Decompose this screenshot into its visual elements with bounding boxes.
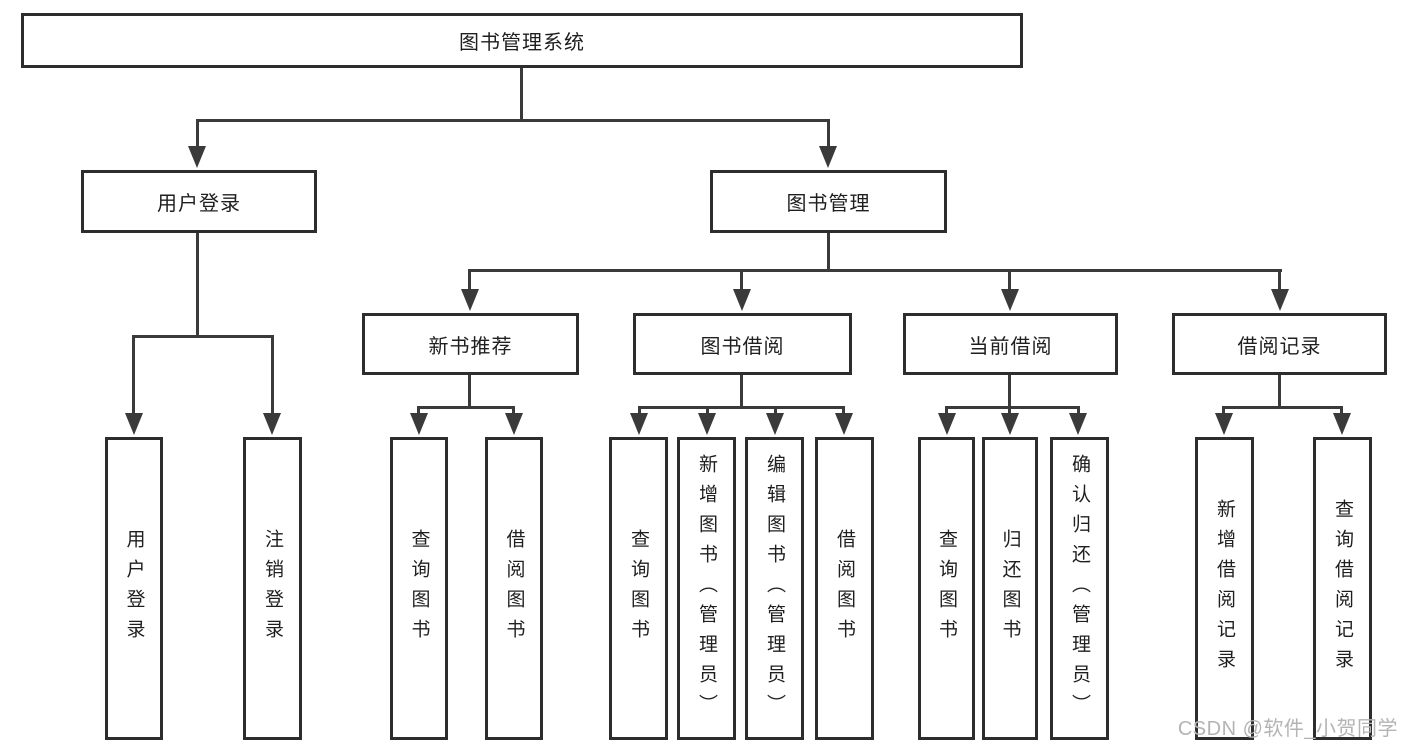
connector-line — [196, 119, 830, 122]
leaf-query-books-recommend: 查询图书 — [390, 437, 448, 740]
connector-line — [468, 375, 471, 408]
node-label: 新书推荐 — [428, 335, 513, 358]
node-label: 当前借阅 — [968, 335, 1053, 358]
leaf-user-login: 用户登录 — [105, 437, 163, 740]
connector-line — [1278, 269, 1281, 293]
connector-line — [417, 406, 420, 416]
connector-line — [827, 233, 830, 272]
arrow-down-icon — [188, 146, 206, 168]
leaf-query-books-borrowing: 查询图书 — [609, 437, 668, 740]
node-new-book-recommend: 新书推荐 — [362, 313, 579, 375]
arrow-down-icon — [1333, 413, 1351, 435]
connector-line — [740, 375, 743, 408]
connector-line — [740, 269, 743, 293]
node-label: 图书管理 — [786, 193, 871, 215]
arrow-down-icon — [766, 413, 784, 435]
node-label: 确认归还（管理员） — [1069, 453, 1090, 724]
node-book-management: 图书管理 — [710, 170, 947, 233]
leaf-borrow-books-recommend: 借阅图书 — [485, 437, 543, 740]
node-label: 用户登录 — [123, 528, 145, 649]
leaf-edit-books-admin: 编辑图书（管理员） — [745, 437, 804, 740]
connector-line — [1077, 406, 1080, 416]
connector-line — [638, 406, 845, 409]
connector-line — [469, 269, 1282, 272]
connector-line — [1340, 406, 1343, 416]
connector-line — [638, 406, 641, 416]
connector-line — [1008, 269, 1011, 293]
arrow-down-icon — [630, 413, 648, 435]
connector-line — [774, 406, 777, 416]
arrow-down-icon — [125, 413, 143, 435]
arrow-down-icon — [938, 413, 956, 435]
arrow-down-icon — [1069, 413, 1087, 435]
node-label: 用户登录 — [157, 193, 241, 215]
node-current-borrowing: 当前借阅 — [903, 313, 1118, 375]
node-label: 查询图书 — [628, 528, 649, 649]
connector-line — [1008, 406, 1011, 416]
connector-line — [1008, 375, 1011, 408]
arrow-down-icon — [1001, 413, 1019, 435]
connector-line — [196, 233, 199, 337]
node-label: 借阅图书 — [503, 528, 525, 649]
node-label: 图书借阅 — [700, 335, 785, 358]
leaf-query-books-current: 查询图书 — [918, 437, 975, 740]
node-label: 新增借阅记录 — [1214, 498, 1235, 679]
node-label: 借阅图书 — [834, 528, 855, 649]
arrow-down-icon — [263, 413, 281, 435]
arrow-down-icon — [1215, 413, 1233, 435]
node-book-borrowing: 图书借阅 — [633, 313, 852, 375]
leaf-add-borrow-record: 新增借阅记录 — [1195, 437, 1254, 740]
connector-line — [419, 406, 515, 409]
leaf-logout: 注销登录 — [243, 437, 302, 740]
connector-line — [512, 406, 515, 416]
arrow-down-icon — [505, 413, 523, 435]
leaf-return-books: 归还图书 — [982, 437, 1038, 740]
node-borrowing-records: 借阅记录 — [1172, 313, 1387, 375]
node-label: 借阅记录 — [1237, 335, 1322, 358]
connector-line — [945, 406, 948, 416]
connector-line — [271, 335, 274, 415]
leaf-add-books-admin: 新增图书（管理员） — [677, 437, 736, 740]
arrow-down-icon — [1001, 289, 1019, 311]
connector-line — [946, 406, 1079, 409]
csdn-watermark: CSDN @软件_小贺同学 — [1177, 718, 1398, 740]
node-label: 归还图书 — [999, 528, 1021, 649]
node-label: 编辑图书（管理员） — [764, 453, 785, 724]
leaf-query-borrow-record: 查询借阅记录 — [1313, 437, 1372, 740]
connector-line — [196, 119, 199, 152]
node-library-system: 图书管理系统 — [21, 13, 1023, 68]
arrow-down-icon — [410, 413, 428, 435]
arrow-down-icon — [698, 413, 716, 435]
connector-line — [827, 119, 830, 152]
connector-line — [468, 269, 471, 293]
connector-line — [1278, 375, 1281, 408]
node-label: 查询图书 — [408, 528, 430, 649]
arrow-down-icon — [733, 289, 751, 311]
leaf-confirm-return-admin: 确认归还（管理员） — [1050, 437, 1109, 740]
node-label: 新增图书（管理员） — [696, 453, 717, 724]
connector-line — [1222, 406, 1225, 416]
node-user-login: 用户登录 — [81, 170, 317, 233]
arrow-down-icon — [1271, 289, 1289, 311]
connector-line — [520, 68, 523, 121]
node-label: 查询图书 — [936, 528, 957, 649]
node-label: 注销登录 — [262, 528, 283, 649]
arrow-down-icon — [461, 289, 479, 311]
connector-line — [132, 335, 135, 415]
leaf-borrow-books: 借阅图书 — [815, 437, 874, 740]
arrow-down-icon — [819, 146, 837, 168]
node-label: 查询借阅记录 — [1332, 498, 1353, 679]
connector-line — [842, 406, 845, 416]
connector-line — [1223, 406, 1343, 409]
arrow-down-icon — [835, 413, 853, 435]
connector-line — [134, 335, 274, 338]
connector-line — [706, 406, 709, 416]
node-label: 图书管理系统 — [459, 32, 585, 54]
